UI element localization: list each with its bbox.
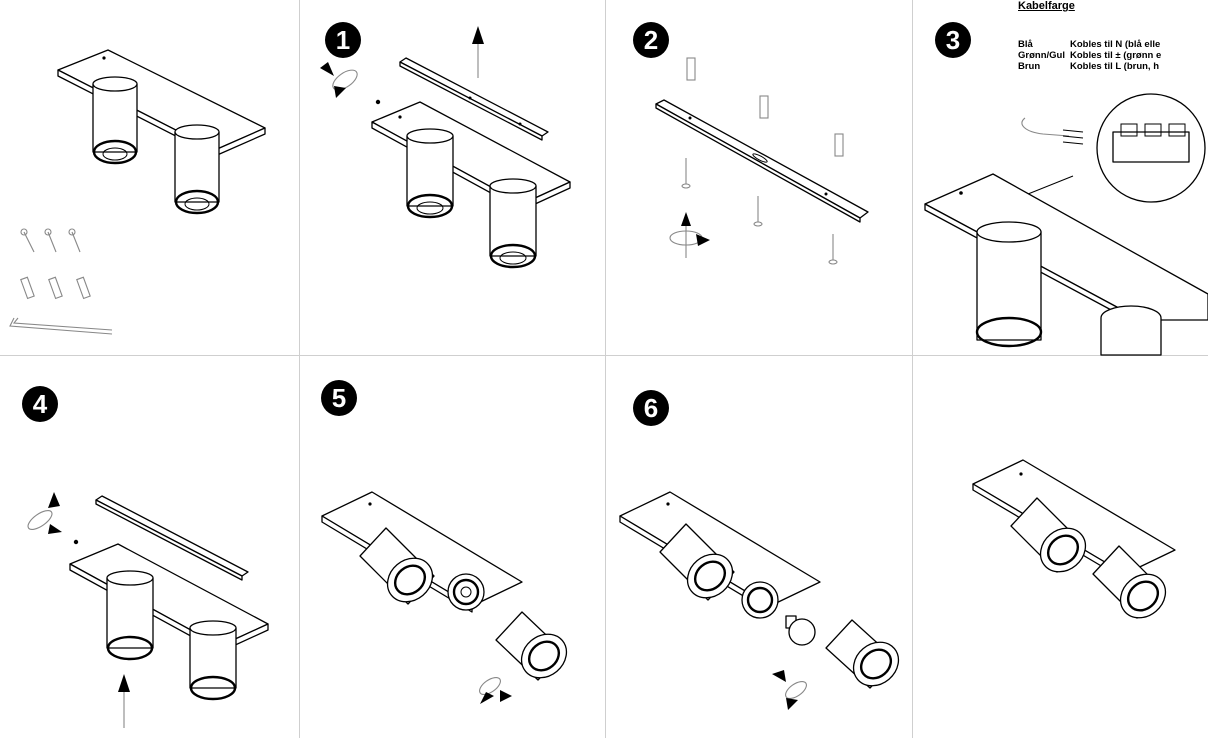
allen-key-icon [9,317,113,335]
illustration-step-6 [619,491,900,710]
arrow-up-icon [118,674,130,728]
illustration-step-5 [321,491,568,704]
cable-color-label: Blå [1018,39,1033,50]
bulb-icon [785,615,816,646]
spotlight-cylinder [1100,305,1162,356]
screw-icon [20,228,81,253]
ceiling-plate [371,101,571,211]
rotate-icon [772,670,807,710]
rotate-icon [320,62,381,105]
illustration-step-2 [655,57,869,265]
rotate-icon [669,212,710,258]
wall-plug-icon [20,276,91,300]
spotlight-cylinder [1010,497,1087,573]
illustration-step-4 [27,492,269,728]
spotlight-cylinder [174,124,220,215]
screw-icon [681,158,838,265]
spotlight-cylinder [92,76,138,165]
mounting-bracket [655,99,869,223]
cable-row-brown: Brun Kobles til L (brun, h [1018,61,1159,72]
spotlight-cylinder [659,523,735,601]
spotlight-cylinder [406,128,454,219]
ceiling-plate [57,49,266,157]
wall-plug-icon [686,57,844,157]
cable-connection-text: Kobles til N (blå elle [1070,39,1161,50]
spotlight-cylinder [975,221,1043,348]
mounting-bracket [95,495,249,581]
ceiling-plate [69,543,269,653]
lamp-socket-icon [447,573,485,611]
step-3-badge: 3 [935,22,971,58]
row-divider [0,355,1208,356]
spotlight-cylinder [825,619,900,689]
spotlight-cylinder [1092,545,1167,619]
cable-connection-text: Kobles til L (brun, h [1070,61,1160,72]
arrow-up-icon [472,26,484,78]
step-2-badge: 2 [633,22,669,58]
illustration-product-overview [9,49,266,335]
cable-table-title: Kabelfarge [1018,0,1075,12]
step-5-badge: 5 [321,380,357,416]
step-1-badge: 1 [325,22,361,58]
panel-divider [912,0,913,738]
cable-row-green-yellow: Grønn/Gul Kobles til ± (grønn e [1018,50,1161,61]
panel-divider [605,0,606,738]
rotate-icon [479,676,512,704]
step-4-badge: 4 [22,386,58,422]
cable-color-label: Grønn/Gul [1018,50,1065,61]
cable-color-label: Brun [1018,61,1041,72]
step-6-badge: 6 [633,390,669,426]
spotlight-cylinder [495,611,568,681]
illustration-step-3 [924,93,1208,356]
mounting-bracket [399,57,549,141]
illustration-finished [972,459,1176,619]
spotlight-cylinder [359,527,435,605]
illustration-step-1 [320,26,571,269]
panel-divider [299,0,300,738]
rotate-icon [27,492,79,545]
cable-connection-text: Kobles til ± (grønn e [1070,50,1162,61]
spotlight-cylinder [106,570,154,661]
spotlight-cylinder [489,178,537,269]
lamp-socket-icon [741,581,779,619]
cable-row-blue: Blå Kobles til N (blå elle [1018,39,1160,50]
terminal-block-detail [1002,93,1206,205]
spotlight-cylinder [189,620,237,701]
cable-wires [1021,117,1084,145]
